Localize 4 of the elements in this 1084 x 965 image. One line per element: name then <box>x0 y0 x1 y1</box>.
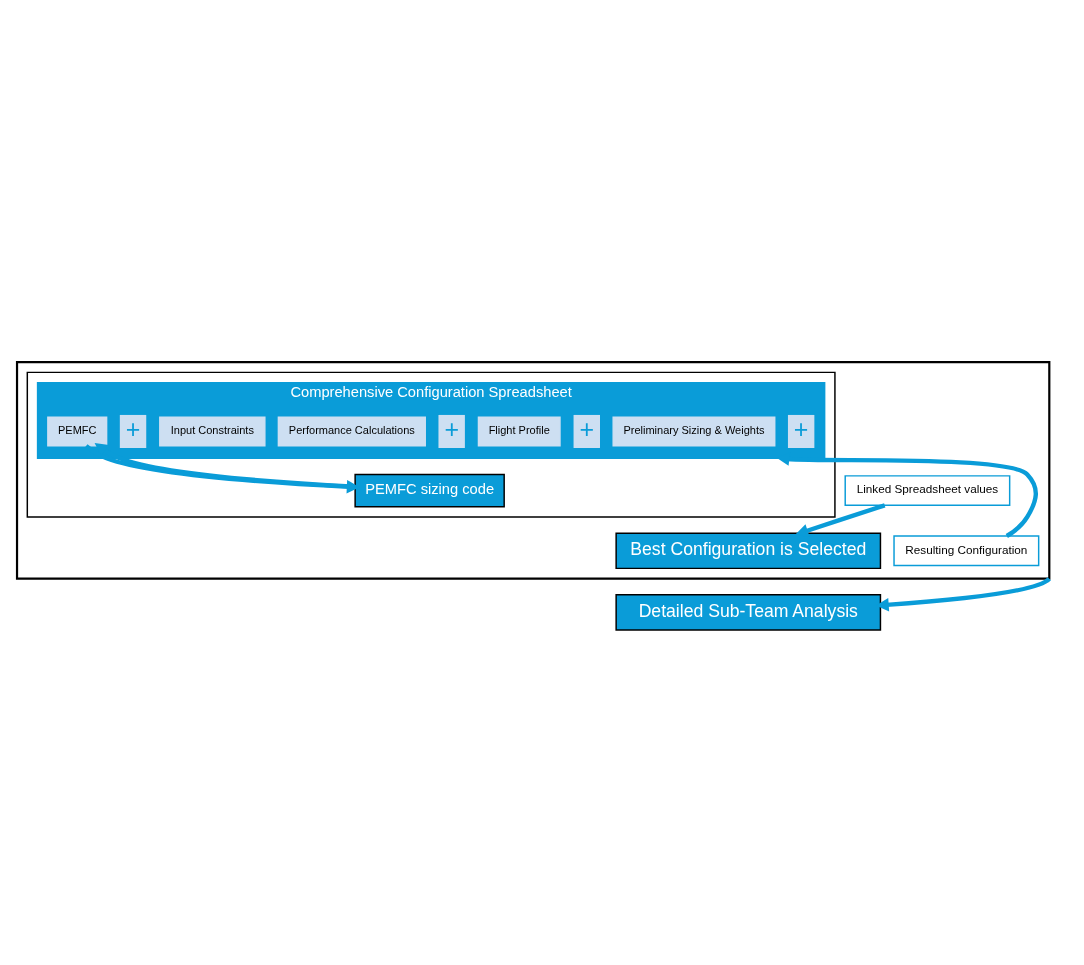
label: + <box>793 414 809 443</box>
label: + <box>125 414 141 443</box>
label: + <box>444 414 459 443</box>
label: + <box>579 414 595 443</box>
